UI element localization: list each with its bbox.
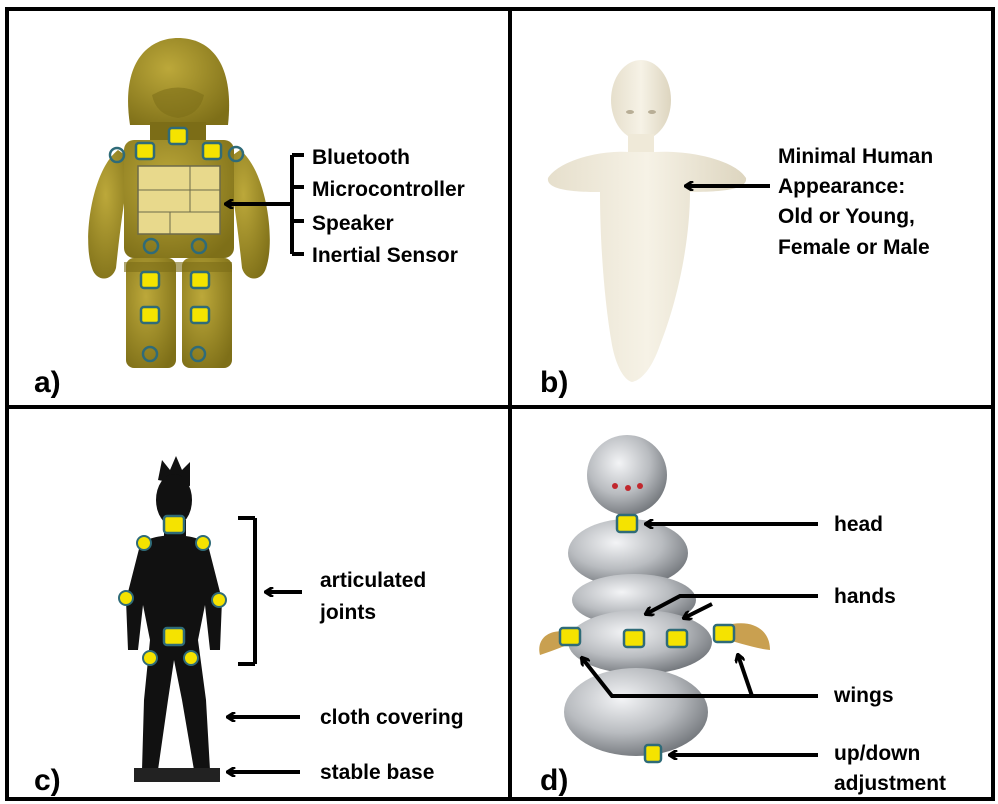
panel-letter-c: c)	[34, 764, 61, 797]
sensor-module	[617, 515, 637, 532]
panel-d: head hands wings up/down adjustment d)	[539, 435, 946, 797]
label-hands: hands	[834, 585, 896, 608]
panel-c: articulated joints cloth covering stable…	[34, 456, 464, 797]
sensor-module	[645, 745, 661, 762]
sensor-module	[714, 625, 734, 642]
joint-marker	[137, 536, 151, 550]
label-wings: wings	[833, 684, 894, 707]
sensor-module	[164, 516, 184, 533]
label-speaker: Speaker	[312, 212, 394, 235]
sensor-module	[191, 307, 209, 323]
label-inertial-sensor: Inertial Sensor	[312, 244, 458, 267]
sensor-module	[560, 628, 580, 645]
sensor-module	[203, 143, 221, 159]
label-old-young: Old or Young,	[778, 205, 915, 228]
joint-marker	[196, 536, 210, 550]
label-appearance: Appearance:	[778, 175, 905, 198]
label-minimal-human: Minimal Human	[778, 145, 933, 168]
label-up-down: up/down	[834, 742, 920, 765]
joint-marker	[119, 591, 133, 605]
label-joints: joints	[319, 601, 376, 624]
panel-letter-d: d)	[540, 764, 568, 797]
panel-letter-a: a)	[34, 366, 61, 399]
figure-b-illustration	[548, 60, 746, 382]
sensor-module	[164, 628, 184, 645]
sensor-module	[624, 630, 644, 647]
label-microcontroller: Microcontroller	[312, 178, 465, 201]
panel-a: Bluetooth Microcontroller Speaker Inerti…	[34, 38, 465, 399]
label-adjustment: adjustment	[834, 772, 946, 795]
label-head: head	[834, 513, 883, 536]
sensor-module	[141, 272, 159, 288]
joints-bracket	[238, 518, 255, 664]
sensor-module	[667, 630, 687, 647]
joint-marker	[184, 651, 198, 665]
joint-marker	[143, 651, 157, 665]
label-cloth-covering: cloth covering	[320, 706, 464, 729]
sensor-module	[136, 143, 154, 159]
label-female-male: Female or Male	[778, 236, 930, 259]
sensor-module	[169, 128, 187, 144]
panel-letter-b: b)	[540, 366, 568, 399]
label-bluetooth: Bluetooth	[312, 146, 410, 169]
sensor-module	[141, 307, 159, 323]
panel-b: Minimal Human Appearance: Old or Young, …	[540, 60, 933, 399]
label-articulated: articulated	[320, 569, 426, 592]
joint-marker	[212, 593, 226, 607]
robot-a-circuit-board	[138, 166, 220, 234]
sensor-module	[191, 272, 209, 288]
figure-c-illustration	[126, 456, 222, 782]
label-stable-base: stable base	[320, 761, 434, 784]
